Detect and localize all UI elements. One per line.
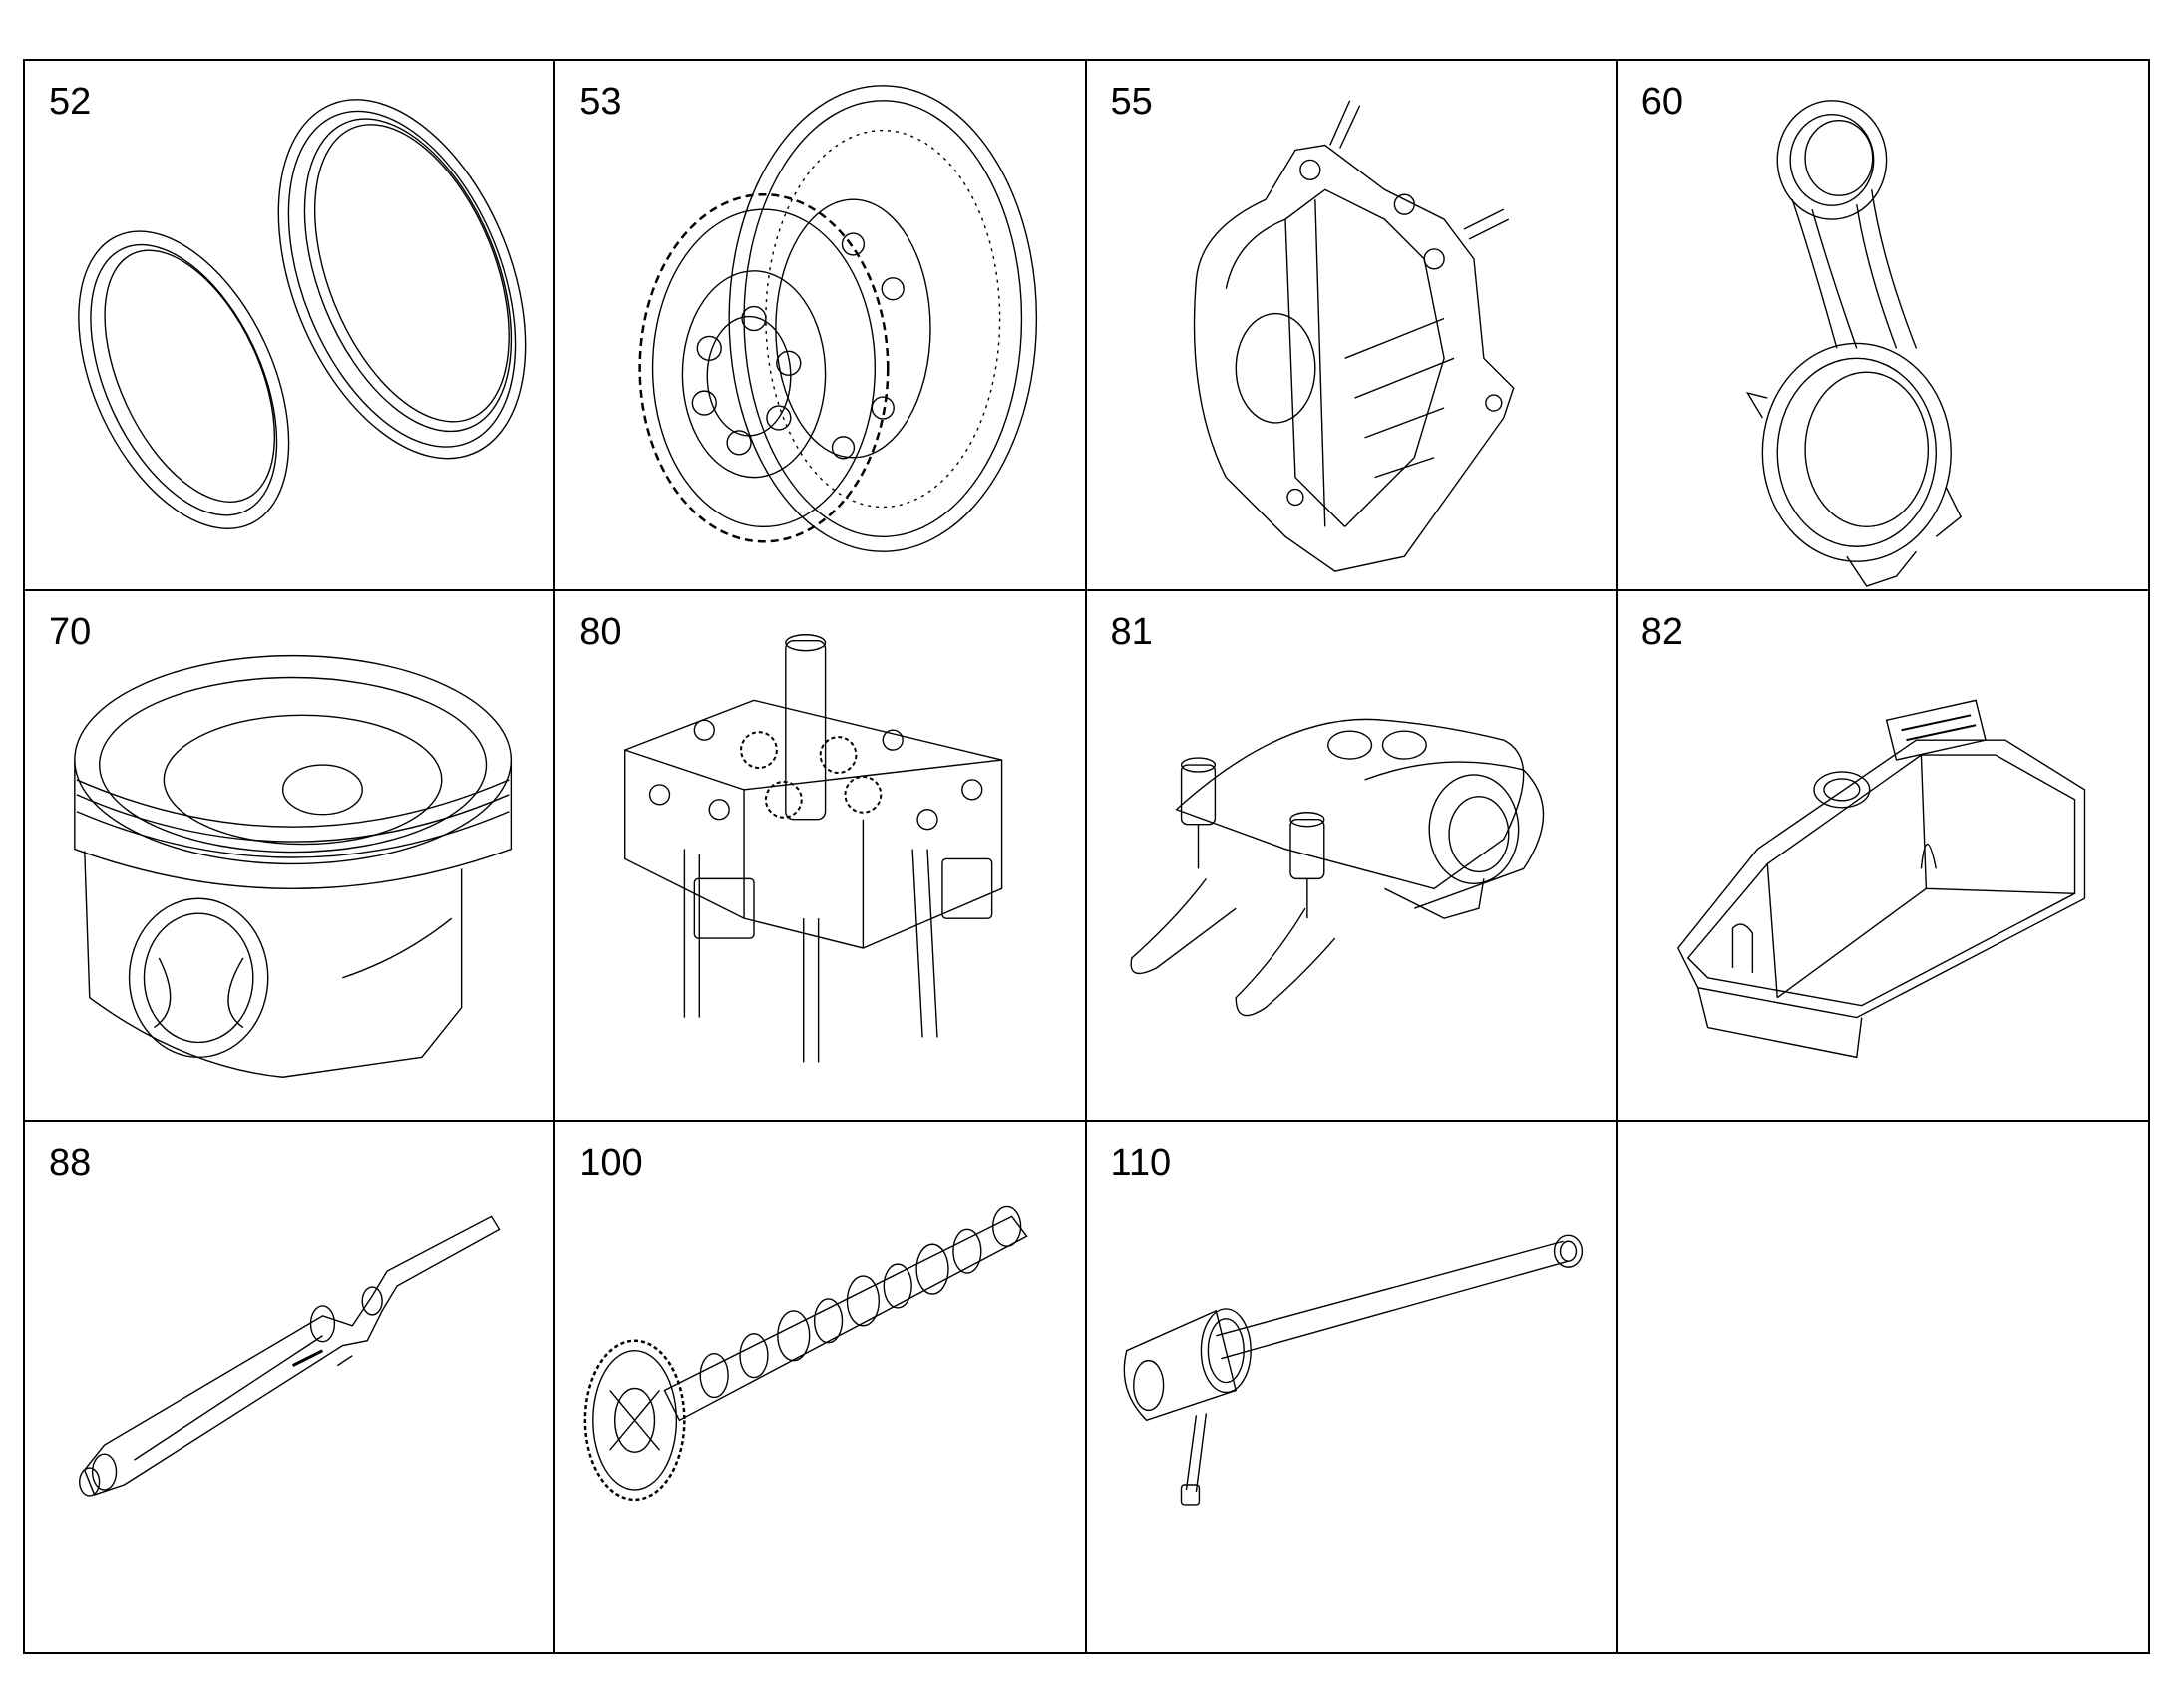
part-cell-empty	[1618, 1122, 2148, 1652]
part-cell-53[interactable]: 53	[555, 61, 1087, 591]
part-number: 80	[579, 611, 622, 653]
part-number: 53	[579, 81, 622, 123]
part-cell-60[interactable]: 60	[1617, 61, 2148, 591]
part-cell-88[interactable]: 88	[25, 1122, 556, 1652]
part-number: 88	[49, 1142, 92, 1184]
part-number: 100	[579, 1142, 643, 1184]
gear-housing-cover-icon	[1087, 61, 1616, 589]
part-number: 82	[1640, 611, 1684, 653]
part-cell-80[interactable]: 80	[555, 591, 1087, 1122]
piston-icon	[25, 591, 553, 1120]
part-number: 110	[1110, 1142, 1172, 1184]
part-number: 70	[49, 611, 92, 653]
part-cell-55[interactable]: 55	[1086, 61, 1618, 591]
part-cell-52[interactable]: 52	[25, 61, 556, 591]
connecting-rod-icon	[1618, 61, 2148, 589]
part-cell-70[interactable]: 70	[25, 591, 556, 1122]
part-number: 60	[1640, 81, 1684, 123]
part-cell-110[interactable]: 110	[1087, 1122, 1618, 1652]
part-number: 81	[1110, 611, 1153, 653]
part-cell-81[interactable]: 81	[1086, 591, 1618, 1122]
camshaft-icon	[555, 1122, 1084, 1652]
part-number: 52	[49, 81, 92, 123]
valve-cover-icon	[1618, 591, 2148, 1120]
shaft-icon	[25, 1122, 553, 1652]
seal-rings-icon	[25, 61, 553, 589]
part-cell-100[interactable]: 100	[555, 1122, 1087, 1652]
part-cell-82[interactable]: 82	[1617, 591, 2148, 1122]
cylinder-head-icon	[555, 591, 1084, 1120]
tube-assembly-icon	[1087, 1122, 1616, 1652]
parts-grid: 52 53 55	[23, 59, 2150, 1654]
flywheel-gear-icon	[555, 61, 1084, 589]
part-number: 55	[1110, 81, 1153, 123]
rocker-arm-assembly-icon	[1087, 591, 1616, 1120]
